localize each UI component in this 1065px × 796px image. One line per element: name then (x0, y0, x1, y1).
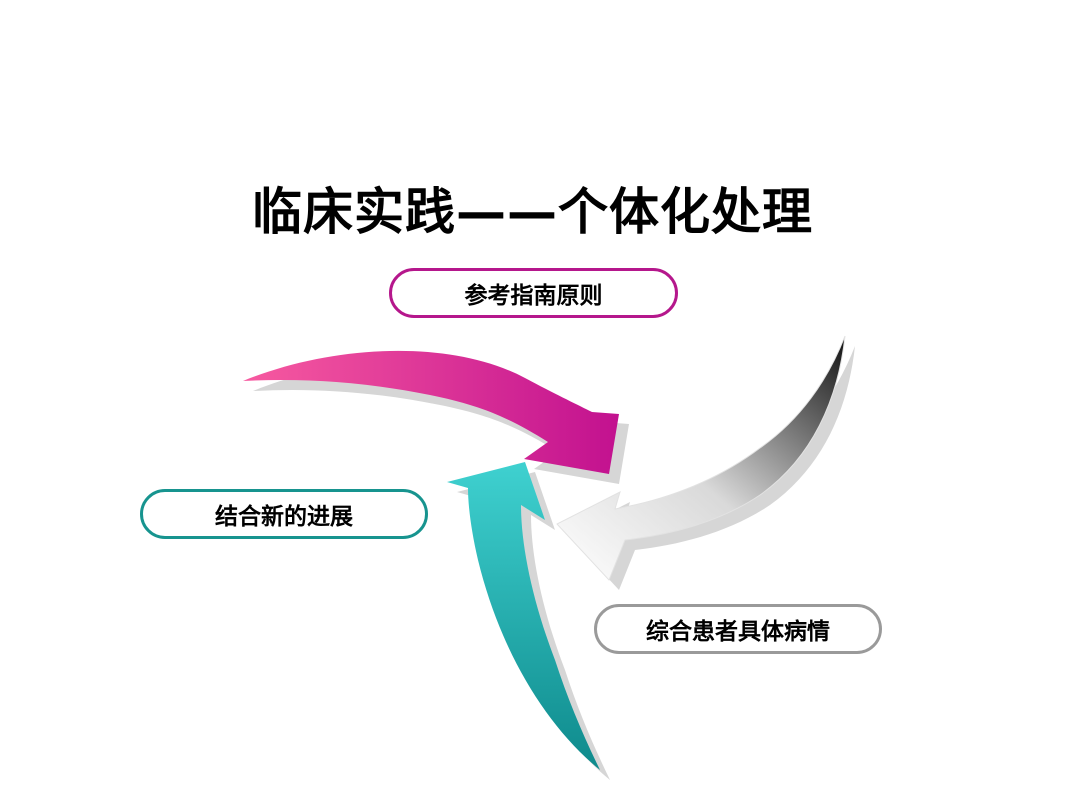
node-guideline-principles: 参考指南原则 (389, 268, 678, 318)
magenta-arrow (243, 350, 619, 474)
teal-arrow (447, 462, 600, 770)
node-new-progress-label: 结合新的进展 (215, 504, 353, 530)
node-guideline-principles-label: 参考指南原则 (464, 283, 603, 309)
node-patient-condition-label: 综合患者具体病情 (646, 619, 830, 645)
gray-arrow (556, 335, 846, 581)
node-patient-condition: 综合患者具体病情 (594, 604, 882, 654)
page-title: 临床实践——个体化处理 (252, 183, 813, 241)
node-new-progress: 结合新的进展 (140, 489, 428, 539)
